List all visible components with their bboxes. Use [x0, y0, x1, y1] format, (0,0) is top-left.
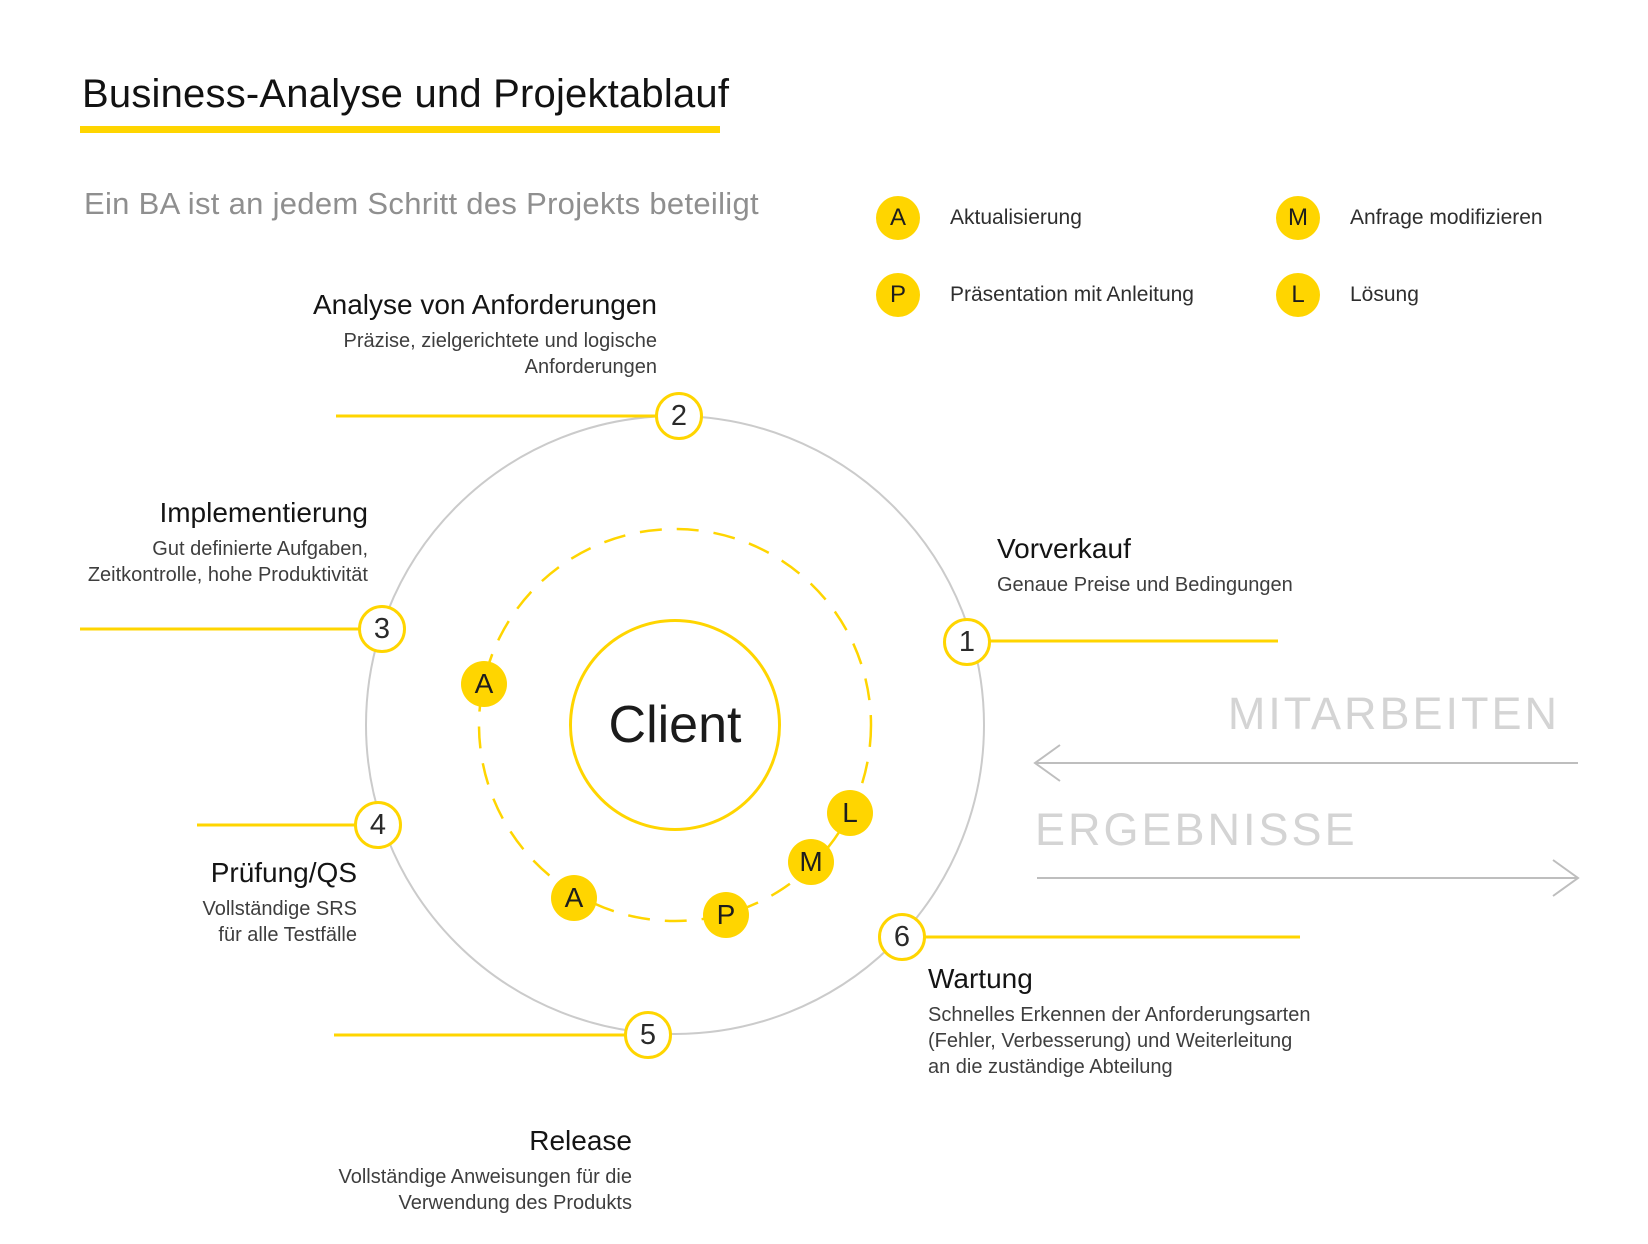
- step-desc-line: Genaue Preise und Bedingungen: [997, 574, 1293, 596]
- legend-badge-a-icon: A: [876, 196, 920, 240]
- step-desc-line: Schnelles Erkennen der Anforderungsarten: [928, 1004, 1311, 1026]
- orbit-badge-m-icon: M: [788, 839, 834, 885]
- page-subtitle: Ein BA ist an jedem Schritt des Projekts…: [84, 186, 759, 221]
- step-desc-line: für alle Testfälle: [218, 924, 357, 946]
- step-desc-line: Vollständige SRS: [202, 898, 357, 920]
- client-circle: Client: [569, 619, 781, 831]
- arrow-left-icon: [1033, 744, 1578, 782]
- step-title: Release: [529, 1125, 632, 1156]
- step-node-5: 5: [624, 1011, 672, 1059]
- step-node-1: 1: [943, 618, 991, 666]
- legend-item-aktualisierung: A Aktualisierung: [876, 196, 1082, 240]
- step-desc-line: (Fehler, Verbesserung) und Weiterleitung: [928, 1030, 1293, 1052]
- orbit-dashed-circle: [477, 527, 873, 923]
- step-label-analyse: Analyse von Anforderungen Präzise, zielg…: [313, 288, 657, 380]
- step-label-pruefung-qs: Prüfung/QS Vollständige SRS für alle Tes…: [202, 856, 357, 948]
- step-title: Analyse von Anforderungen: [312, 289, 657, 320]
- step-desc-line: Zeitkontrolle, hohe Produktivität: [87, 564, 368, 586]
- step-desc-line: an die zuständige Abteilung: [928, 1056, 1173, 1078]
- step-label-wartung: Wartung Schnelles Erkennen der Anforderu…: [928, 962, 1310, 1080]
- arrow-right-icon: [1037, 859, 1580, 897]
- orbit-badge-a-icon: A: [461, 661, 507, 707]
- step-title: Implementierung: [159, 497, 368, 528]
- orbit-badge-l-icon: L: [827, 790, 873, 836]
- legend-label: Lösung: [1350, 283, 1419, 306]
- watermark-mitarbeiten: MITARBEITEN: [1227, 688, 1560, 739]
- step-label-vorverkauf: Vorverkauf Genaue Preise und Bedingungen: [997, 532, 1293, 598]
- step-label-implementierung: Implementierung Gut definierte Aufgaben,…: [88, 496, 368, 588]
- step-desc-line: Verwendung des Produkts: [398, 1192, 633, 1214]
- orbit-badge-p-icon: P: [703, 892, 749, 938]
- watermark-ergebnisse: ERGEBNISSE: [1035, 804, 1358, 855]
- step-node-3: 3: [358, 605, 406, 653]
- step-desc-line: Anforderungen: [524, 356, 657, 378]
- legend-badge-m-icon: M: [1276, 196, 1320, 240]
- legend-badge-l-icon: L: [1276, 273, 1320, 317]
- step-label-release: Release Vollständige Anweisungen für die…: [338, 1124, 632, 1216]
- page-title: Business-Analyse und Projektablauf: [82, 72, 730, 116]
- client-label: Client: [608, 696, 742, 754]
- step-desc-line: Präzise, zielgerichtete und logische: [343, 330, 657, 352]
- legend-badge-p-icon: P: [876, 273, 920, 317]
- legend-label: Präsentation mit Anleitung: [950, 283, 1194, 306]
- step-title: Prüfung/QS: [210, 857, 357, 888]
- legend-item-praesentation: P Präsentation mit Anleitung: [876, 273, 1194, 317]
- step-node-2: 2: [655, 392, 703, 440]
- step-node-6: 6: [878, 913, 926, 961]
- step-title: Wartung: [928, 963, 1033, 994]
- step-node-4: 4: [354, 801, 402, 849]
- orbit-badge-a-icon: A: [551, 875, 597, 921]
- legend-item-loesung: L Lösung: [1276, 273, 1419, 317]
- title-underline: [80, 126, 720, 133]
- legend-label: Anfrage modifizieren: [1350, 206, 1543, 229]
- step-title: Vorverkauf: [997, 533, 1131, 564]
- legend-label: Aktualisierung: [950, 206, 1082, 229]
- step-desc-line: Gut definierte Aufgaben,: [152, 538, 368, 560]
- step-desc-line: Vollständige Anweisungen für die: [338, 1166, 632, 1188]
- legend-item-anfrage-modifizieren: M Anfrage modifizieren: [1276, 196, 1543, 240]
